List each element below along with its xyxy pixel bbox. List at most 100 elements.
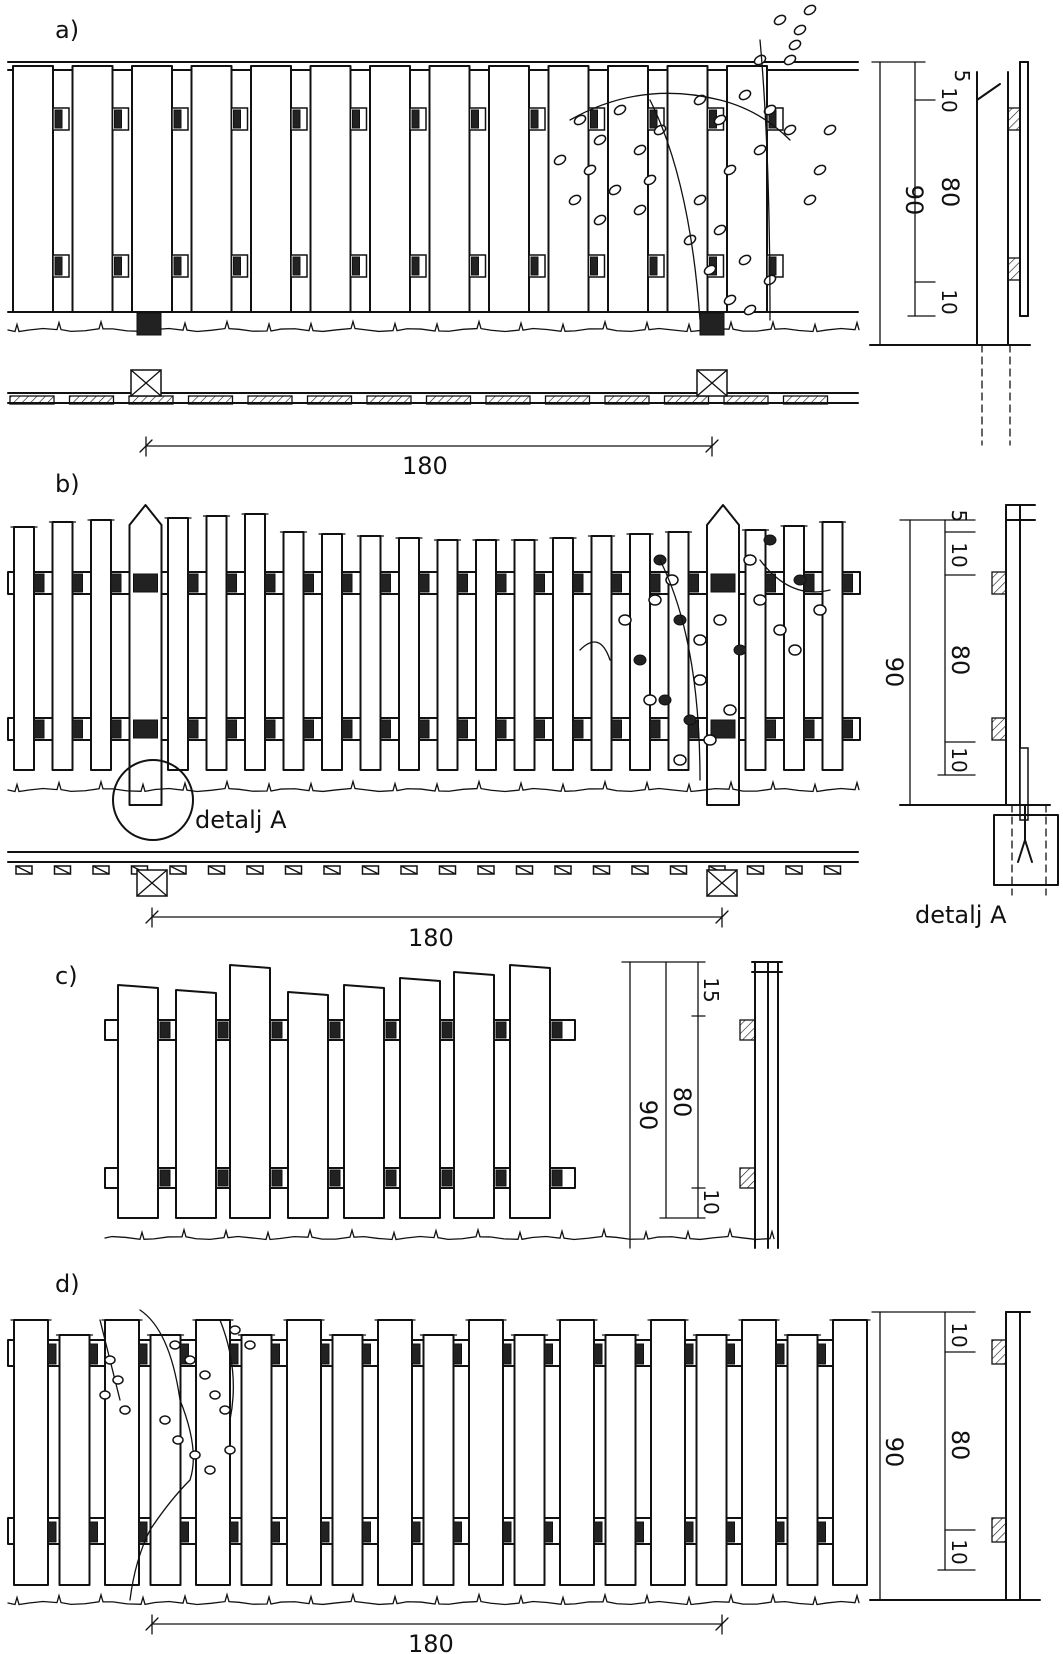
plan-mark <box>400 865 418 875</box>
rail-shadow <box>649 256 658 276</box>
board <box>786 1334 819 1586</box>
panel-a: a) 180 <box>7 4 1031 480</box>
board <box>552 537 574 771</box>
board <box>190 65 233 313</box>
rail-shadow <box>271 1343 280 1365</box>
rail-shadow <box>684 1521 694 1543</box>
rail-shadow <box>173 109 182 129</box>
rail-shadow <box>217 1169 229 1187</box>
panel-b-plan-view <box>7 851 859 897</box>
panel-d-section-view: 90 80 10 10 <box>869 1311 1041 1601</box>
rail-shadow <box>502 1343 512 1365</box>
panel-a-plan-view <box>7 369 859 405</box>
rail-shadow <box>572 719 584 739</box>
rail-shadow <box>611 573 622 593</box>
rail-shadow <box>842 573 853 593</box>
panel-b-span-dimension: 180 <box>145 907 729 952</box>
leaf <box>633 204 647 216</box>
plan-mark <box>592 865 611 875</box>
rail-shadow <box>502 1521 512 1543</box>
board <box>666 65 709 313</box>
leaf <box>159 1415 171 1425</box>
rail-shadow <box>495 1169 507 1187</box>
rail-shadow <box>551 1021 563 1039</box>
rail-shadow <box>110 719 122 739</box>
rail-shadow <box>329 1021 341 1039</box>
rail-shadow <box>495 1021 507 1039</box>
rail-shadow <box>292 256 301 276</box>
board <box>117 984 159 1219</box>
rail-shadow <box>726 1343 735 1365</box>
panel-c-dim-top: 15 <box>699 977 723 1002</box>
leaf <box>189 1450 201 1460</box>
board <box>12 65 54 313</box>
leaf <box>583 164 597 176</box>
leaf <box>593 134 607 146</box>
rail-shadow <box>635 1343 644 1365</box>
board <box>287 991 329 1219</box>
board <box>436 539 459 771</box>
rail-shadow <box>544 1521 553 1543</box>
rail-shadow <box>320 1521 330 1543</box>
leaf <box>788 644 802 656</box>
leaf <box>224 1445 236 1455</box>
rail-shadow <box>441 1021 453 1039</box>
rail-shadow <box>217 1021 229 1039</box>
leaf <box>693 634 707 646</box>
panel-d-ground <box>7 1592 860 1606</box>
rail-shadow <box>411 256 420 276</box>
rail-shadow <box>534 719 545 739</box>
panel-b-ground <box>7 779 860 793</box>
board <box>331 1334 364 1586</box>
board <box>428 65 471 313</box>
board <box>71 65 114 313</box>
panel-b-span-label: 180 <box>408 924 454 952</box>
board <box>821 521 844 771</box>
panel-c-boards <box>117 964 563 1219</box>
plan-mark <box>631 865 649 875</box>
board <box>629 533 651 771</box>
rail-shadow <box>726 1521 735 1543</box>
rail-shadow <box>495 719 507 739</box>
rail-shadow <box>110 573 122 593</box>
rail-shadow <box>229 1521 239 1543</box>
board <box>513 539 536 771</box>
plan-mark <box>361 865 380 875</box>
panel-d-label: d) <box>55 1270 80 1298</box>
leaf <box>713 614 727 626</box>
ground-line <box>104 1227 775 1241</box>
panel-b-foliage <box>579 534 831 781</box>
board <box>359 535 382 771</box>
board <box>51 521 74 771</box>
leaf <box>773 14 787 26</box>
panel-b-dim-top: 10 <box>947 542 971 567</box>
rail-shadow <box>226 719 237 739</box>
board <box>422 1334 455 1586</box>
plan-mark <box>438 865 457 875</box>
leaf <box>104 1355 116 1365</box>
plan-mark <box>823 865 842 875</box>
panel-a-dim-total: 90 <box>900 185 928 216</box>
panel-b-detail-label: detalj A <box>195 806 287 834</box>
rail-shadow <box>54 109 63 129</box>
leaf <box>112 1375 124 1385</box>
panel-a-dim-offset: 5 <box>950 70 974 83</box>
rail-shadow <box>33 573 45 593</box>
leaf <box>753 144 767 156</box>
plan-mark <box>515 865 534 875</box>
board <box>343 984 385 1219</box>
leaf <box>793 24 807 36</box>
rail-shadow <box>362 1521 371 1543</box>
panel-d-dim-inner: 80 <box>946 1430 974 1461</box>
leaf <box>673 614 687 626</box>
board <box>167 517 189 771</box>
rail-shadow <box>635 1521 644 1543</box>
plan-board <box>68 395 115 405</box>
rail-shadow <box>418 573 430 593</box>
rail-shadow <box>611 719 622 739</box>
panel-b-boards <box>10 504 853 806</box>
panel-d-boards <box>10 1319 871 1586</box>
leaf <box>244 1340 256 1350</box>
panel-a-dim-bottom: 10 <box>937 289 961 314</box>
panel-c-dim-total: 90 <box>634 1100 662 1131</box>
